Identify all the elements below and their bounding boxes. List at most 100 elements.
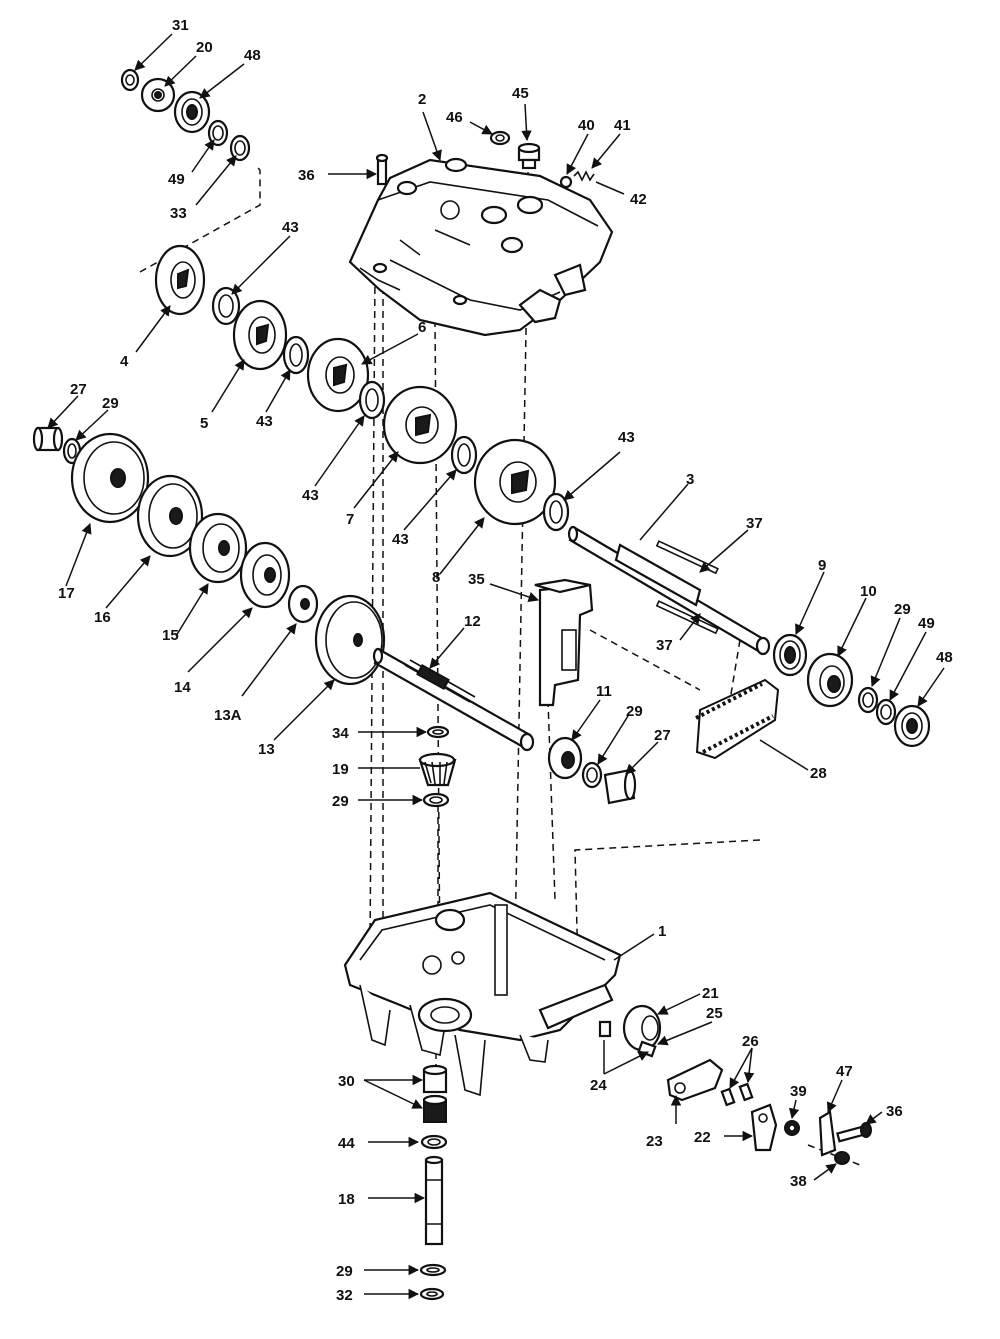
bushing-27-mid [603,768,637,805]
plug-45 [517,142,541,170]
bearing-48-top [173,90,211,134]
callout-26: 26 [742,1033,759,1050]
callout-11: 11 [596,683,612,700]
callout-31: 31 [172,17,189,34]
callout-28: 28 [810,765,827,782]
callout-43-d: 43 [392,531,409,548]
callout-29-left: 29 [102,395,119,412]
callout-18: 18 [338,1191,355,1208]
callout-43-b: 43 [256,413,273,430]
housing-top-fittings [375,130,595,189]
bearing-48-right [893,704,931,748]
callout-33: 33 [170,205,187,222]
callout-29-mid: 29 [626,703,643,720]
callout-34: 34 [332,725,349,742]
block-24 [598,1020,612,1038]
callout-24: 24 [590,1077,607,1094]
callout-48-top: 48 [244,47,261,64]
callout-49-top: 49 [168,171,185,188]
callout-19: 19 [332,761,349,778]
callout-43-c: 43 [302,487,319,504]
disc-13 [314,594,386,686]
callout-37-top: 37 [746,515,763,532]
callout-38: 38 [790,1173,807,1190]
callout-27-left: 27 [70,381,87,398]
callout-45: 45 [512,85,529,102]
bolt-36-bottom [836,1122,872,1143]
seal-44 [420,1134,448,1150]
callout-20: 20 [196,39,213,56]
callout-29-bottom: 29 [336,1263,353,1280]
callout-29-center: 29 [332,793,349,810]
bushing-27-left [32,426,64,452]
callout-49-right: 49 [918,615,935,632]
callout-36-top: 36 [298,167,315,184]
callout-44: 44 [338,1135,355,1152]
callout-29-right: 29 [894,601,911,618]
callout-4: 4 [120,353,129,370]
callout-10: 10 [860,583,877,600]
shaft-18 [424,1155,444,1246]
shaft-3 [567,525,771,656]
callout-41: 41 [614,117,631,134]
key-37-upper [655,540,719,575]
callout-48-right: 48 [936,649,953,666]
callout-42: 42 [630,191,647,208]
callout-6: 6 [418,319,426,336]
gear-14 [239,541,291,609]
chain-28 [695,678,780,760]
leader-lines [47,33,945,1300]
callout-14: 14 [174,679,191,696]
callout-labels: 31 20 48 49 33 2 46 45 40 41 42 36 43 4 … [58,17,953,1304]
gear-6 [306,337,370,413]
gear-17 [70,432,150,524]
callout-13: 13 [258,741,275,758]
pins-26 [720,1082,754,1107]
callout-40: 40 [578,117,595,134]
collar-9 [772,633,808,677]
callout-21: 21 [702,985,719,1002]
gear-13a [287,584,319,624]
lever-23 [666,1058,724,1102]
callout-2: 2 [418,91,426,108]
callout-46: 46 [446,109,463,126]
callout-5: 5 [200,415,208,432]
callout-22: 22 [694,1129,711,1146]
key-37-lower [655,600,719,635]
bearing-set-top [120,68,251,162]
bevel-gear-19 [418,752,457,787]
callout-32: 32 [336,1287,353,1304]
bracket-22 [750,1103,778,1152]
callout-37-bottom: 37 [656,637,673,654]
callout-1: 1 [658,923,666,940]
callout-25: 25 [706,1005,723,1022]
gear-4 [154,244,206,316]
callout-7: 7 [346,511,354,528]
callout-15: 15 [162,627,179,644]
lower-housing-1 [343,891,622,1097]
callout-43-a: 43 [282,219,299,236]
callout-13a: 13A [214,707,242,724]
clip-47 [818,1110,837,1157]
sprocket-11 [547,736,583,780]
bolt-36-top [375,153,389,186]
ball-40 [559,175,573,189]
callout-23: 23 [646,1133,663,1150]
callout-39: 39 [790,1083,807,1100]
gear-16 [136,474,204,558]
callout-9: 9 [818,557,826,574]
sprocket-20 [140,77,176,113]
shaft-12 [372,647,535,752]
sprocket-10 [806,652,854,708]
shift-fork-35 [534,578,594,707]
callout-12: 12 [464,613,481,630]
callout-27-mid: 27 [654,727,671,744]
callout-43-e: 43 [618,429,635,446]
callout-47: 47 [836,1063,853,1080]
upper-housing-2 [348,157,614,337]
gear-15 [188,512,248,584]
callout-35: 35 [468,571,485,588]
nut-38 [834,1151,850,1165]
callout-30: 30 [338,1073,355,1090]
